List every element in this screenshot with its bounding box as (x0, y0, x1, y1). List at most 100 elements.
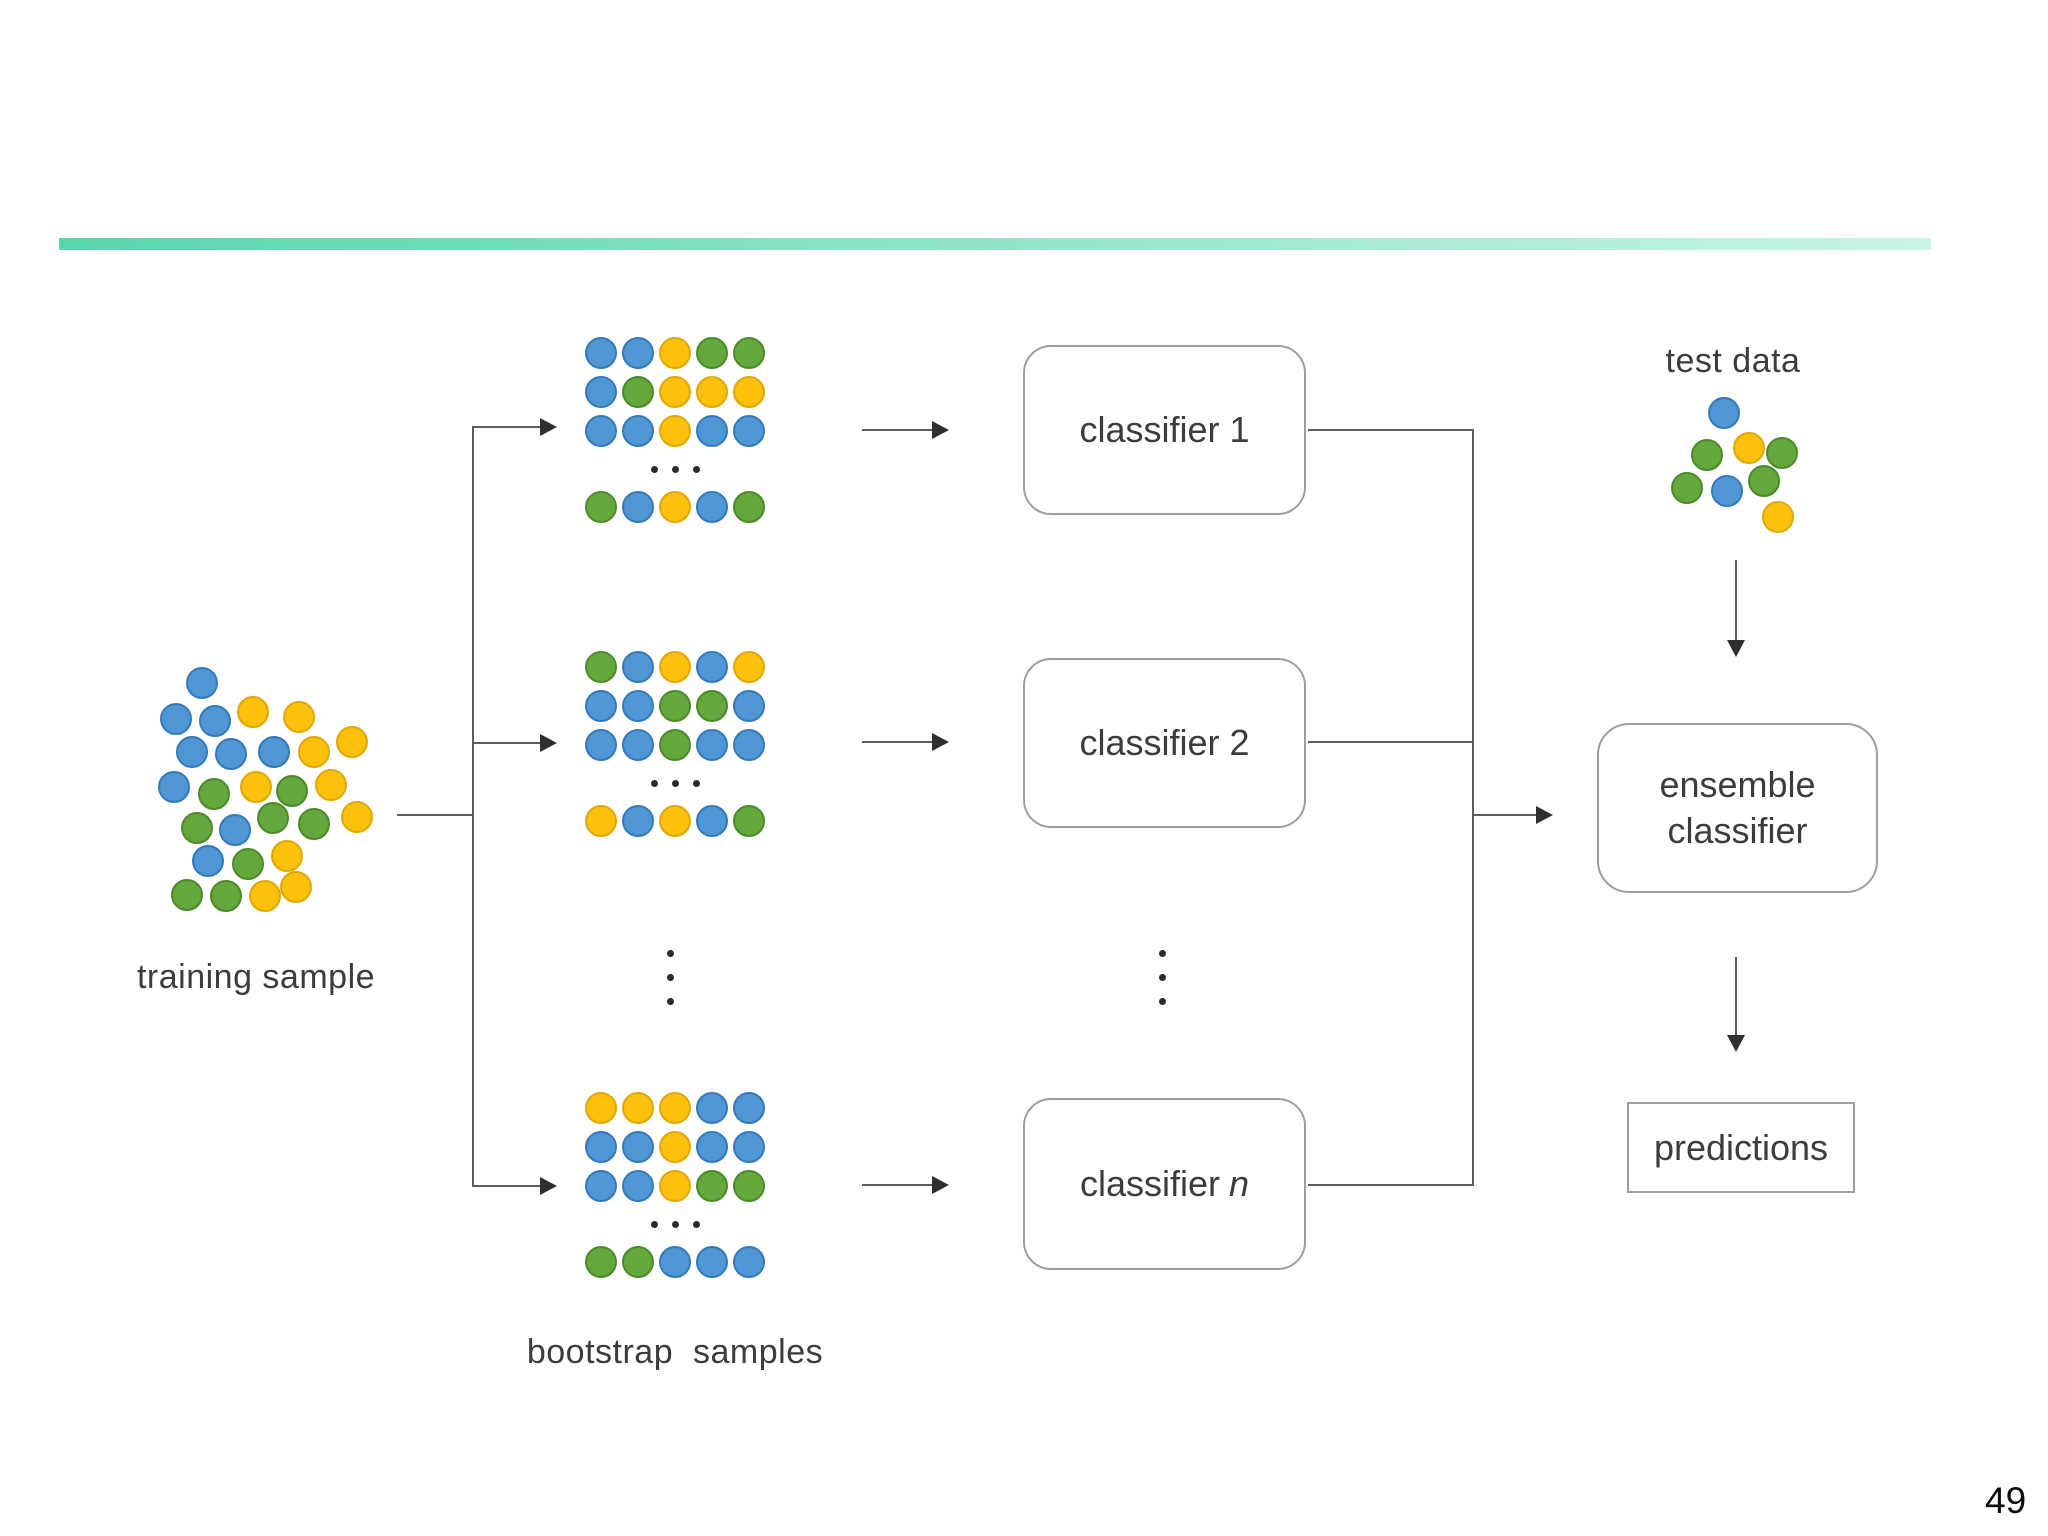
bootstrap-sample-grid-2 (585, 651, 765, 837)
blue-dot (733, 1092, 765, 1124)
classifier-n-symbol: n (1229, 1163, 1250, 1204)
blue-dot (585, 415, 617, 447)
yellow-dot (298, 736, 330, 768)
green-dot (696, 690, 728, 722)
green-dot (181, 812, 213, 844)
grid-row (585, 376, 765, 408)
blue-dot (192, 845, 224, 877)
ellipsis-dot (692, 779, 700, 787)
yellow-dot (696, 376, 728, 408)
ellipsis-dot (667, 974, 674, 981)
green-dot (298, 808, 330, 840)
predictions-box: predictions (1627, 1102, 1855, 1193)
green-dot (171, 879, 203, 911)
yellow-dot (1762, 501, 1794, 533)
blue-dot (176, 736, 208, 768)
ellipsis-dot (1159, 974, 1166, 981)
blue-dot (622, 337, 654, 369)
blue-dot (696, 729, 728, 761)
green-dot (585, 651, 617, 683)
bootstrap-sample-grid-3 (585, 1092, 765, 1278)
grid-row (585, 337, 765, 369)
grid-row (585, 729, 765, 761)
blue-dot (696, 415, 728, 447)
connector-branch-2 (473, 742, 540, 744)
ellipsis-dot (1159, 950, 1166, 957)
blue-dot (622, 1131, 654, 1163)
connector-classifier2-trunk (1308, 741, 1474, 743)
green-dot (733, 491, 765, 523)
arrowhead-testdata-ensemble (1727, 640, 1745, 657)
connector-classifiern-trunk (1308, 1184, 1474, 1186)
ellipsis-dot (692, 465, 700, 473)
blue-dot (733, 1246, 765, 1278)
green-dot (585, 1246, 617, 1278)
yellow-dot (659, 491, 691, 523)
green-dot (198, 778, 230, 810)
blue-dot (696, 805, 728, 837)
blue-dot (696, 1092, 728, 1124)
blue-dot (696, 651, 728, 683)
accent-bar (59, 238, 1931, 250)
blue-dot (622, 729, 654, 761)
grid-row (585, 1131, 765, 1163)
ellipsis-dot (667, 998, 674, 1005)
ellipsis-dot (667, 950, 674, 957)
ellipsis-dot (692, 1220, 700, 1228)
yellow-dot (280, 871, 312, 903)
green-dot (1748, 465, 1780, 497)
ellipsis-dot (650, 465, 658, 473)
blue-dot (622, 651, 654, 683)
connector-trunk-ensemble (1474, 814, 1536, 816)
green-dot (733, 337, 765, 369)
blue-dot (215, 738, 247, 770)
green-dot (659, 690, 691, 722)
grid-row (585, 491, 765, 523)
training-sample-label: training sample (136, 958, 376, 996)
connector-left-trunk (472, 426, 474, 1187)
grid-row (585, 805, 765, 837)
yellow-dot (733, 651, 765, 683)
blue-dot (585, 337, 617, 369)
connector-branch-3 (473, 1185, 540, 1187)
blue-dot (733, 1131, 765, 1163)
blue-dot (696, 1246, 728, 1278)
ellipsis-dot (1159, 998, 1166, 1005)
predictions-label: predictions (1653, 1126, 1829, 1168)
blue-dot (622, 690, 654, 722)
green-dot (696, 337, 728, 369)
yellow-dot (240, 771, 272, 803)
bootstrap-samples-label: bootstrap samples (526, 1333, 824, 1371)
training-sample-cluster (140, 655, 400, 925)
grid-row (585, 1246, 765, 1278)
grid-row (585, 651, 765, 683)
ellipsis-dot (650, 779, 658, 787)
page-number: 49 (1985, 1480, 2027, 1521)
grid-row (585, 1170, 765, 1202)
blue-dot (622, 805, 654, 837)
blue-dot (1711, 475, 1743, 507)
yellow-dot (659, 805, 691, 837)
green-dot (232, 848, 264, 880)
classifier-1-label: classifier 1 (1079, 409, 1250, 450)
bootstrap-sample-grid-1 (585, 337, 765, 523)
blue-dot (199, 705, 231, 737)
yellow-dot (659, 1131, 691, 1163)
yellow-dot (315, 769, 347, 801)
yellow-dot (585, 1092, 617, 1124)
arrowhead-branch-1 (540, 418, 557, 436)
green-dot (733, 1170, 765, 1202)
blue-dot (1708, 397, 1740, 429)
blue-dot (585, 690, 617, 722)
arrowhead-branch-3 (540, 1177, 557, 1195)
blue-dot (585, 376, 617, 408)
arrowhead-grid1-classifier1 (932, 421, 949, 439)
yellow-dot (271, 840, 303, 872)
blue-dot (219, 814, 251, 846)
arrowhead-branch-2 (540, 734, 557, 752)
connector-grid2-classifier2 (862, 741, 932, 743)
blue-dot (585, 729, 617, 761)
grid-ellipsis (585, 454, 765, 484)
